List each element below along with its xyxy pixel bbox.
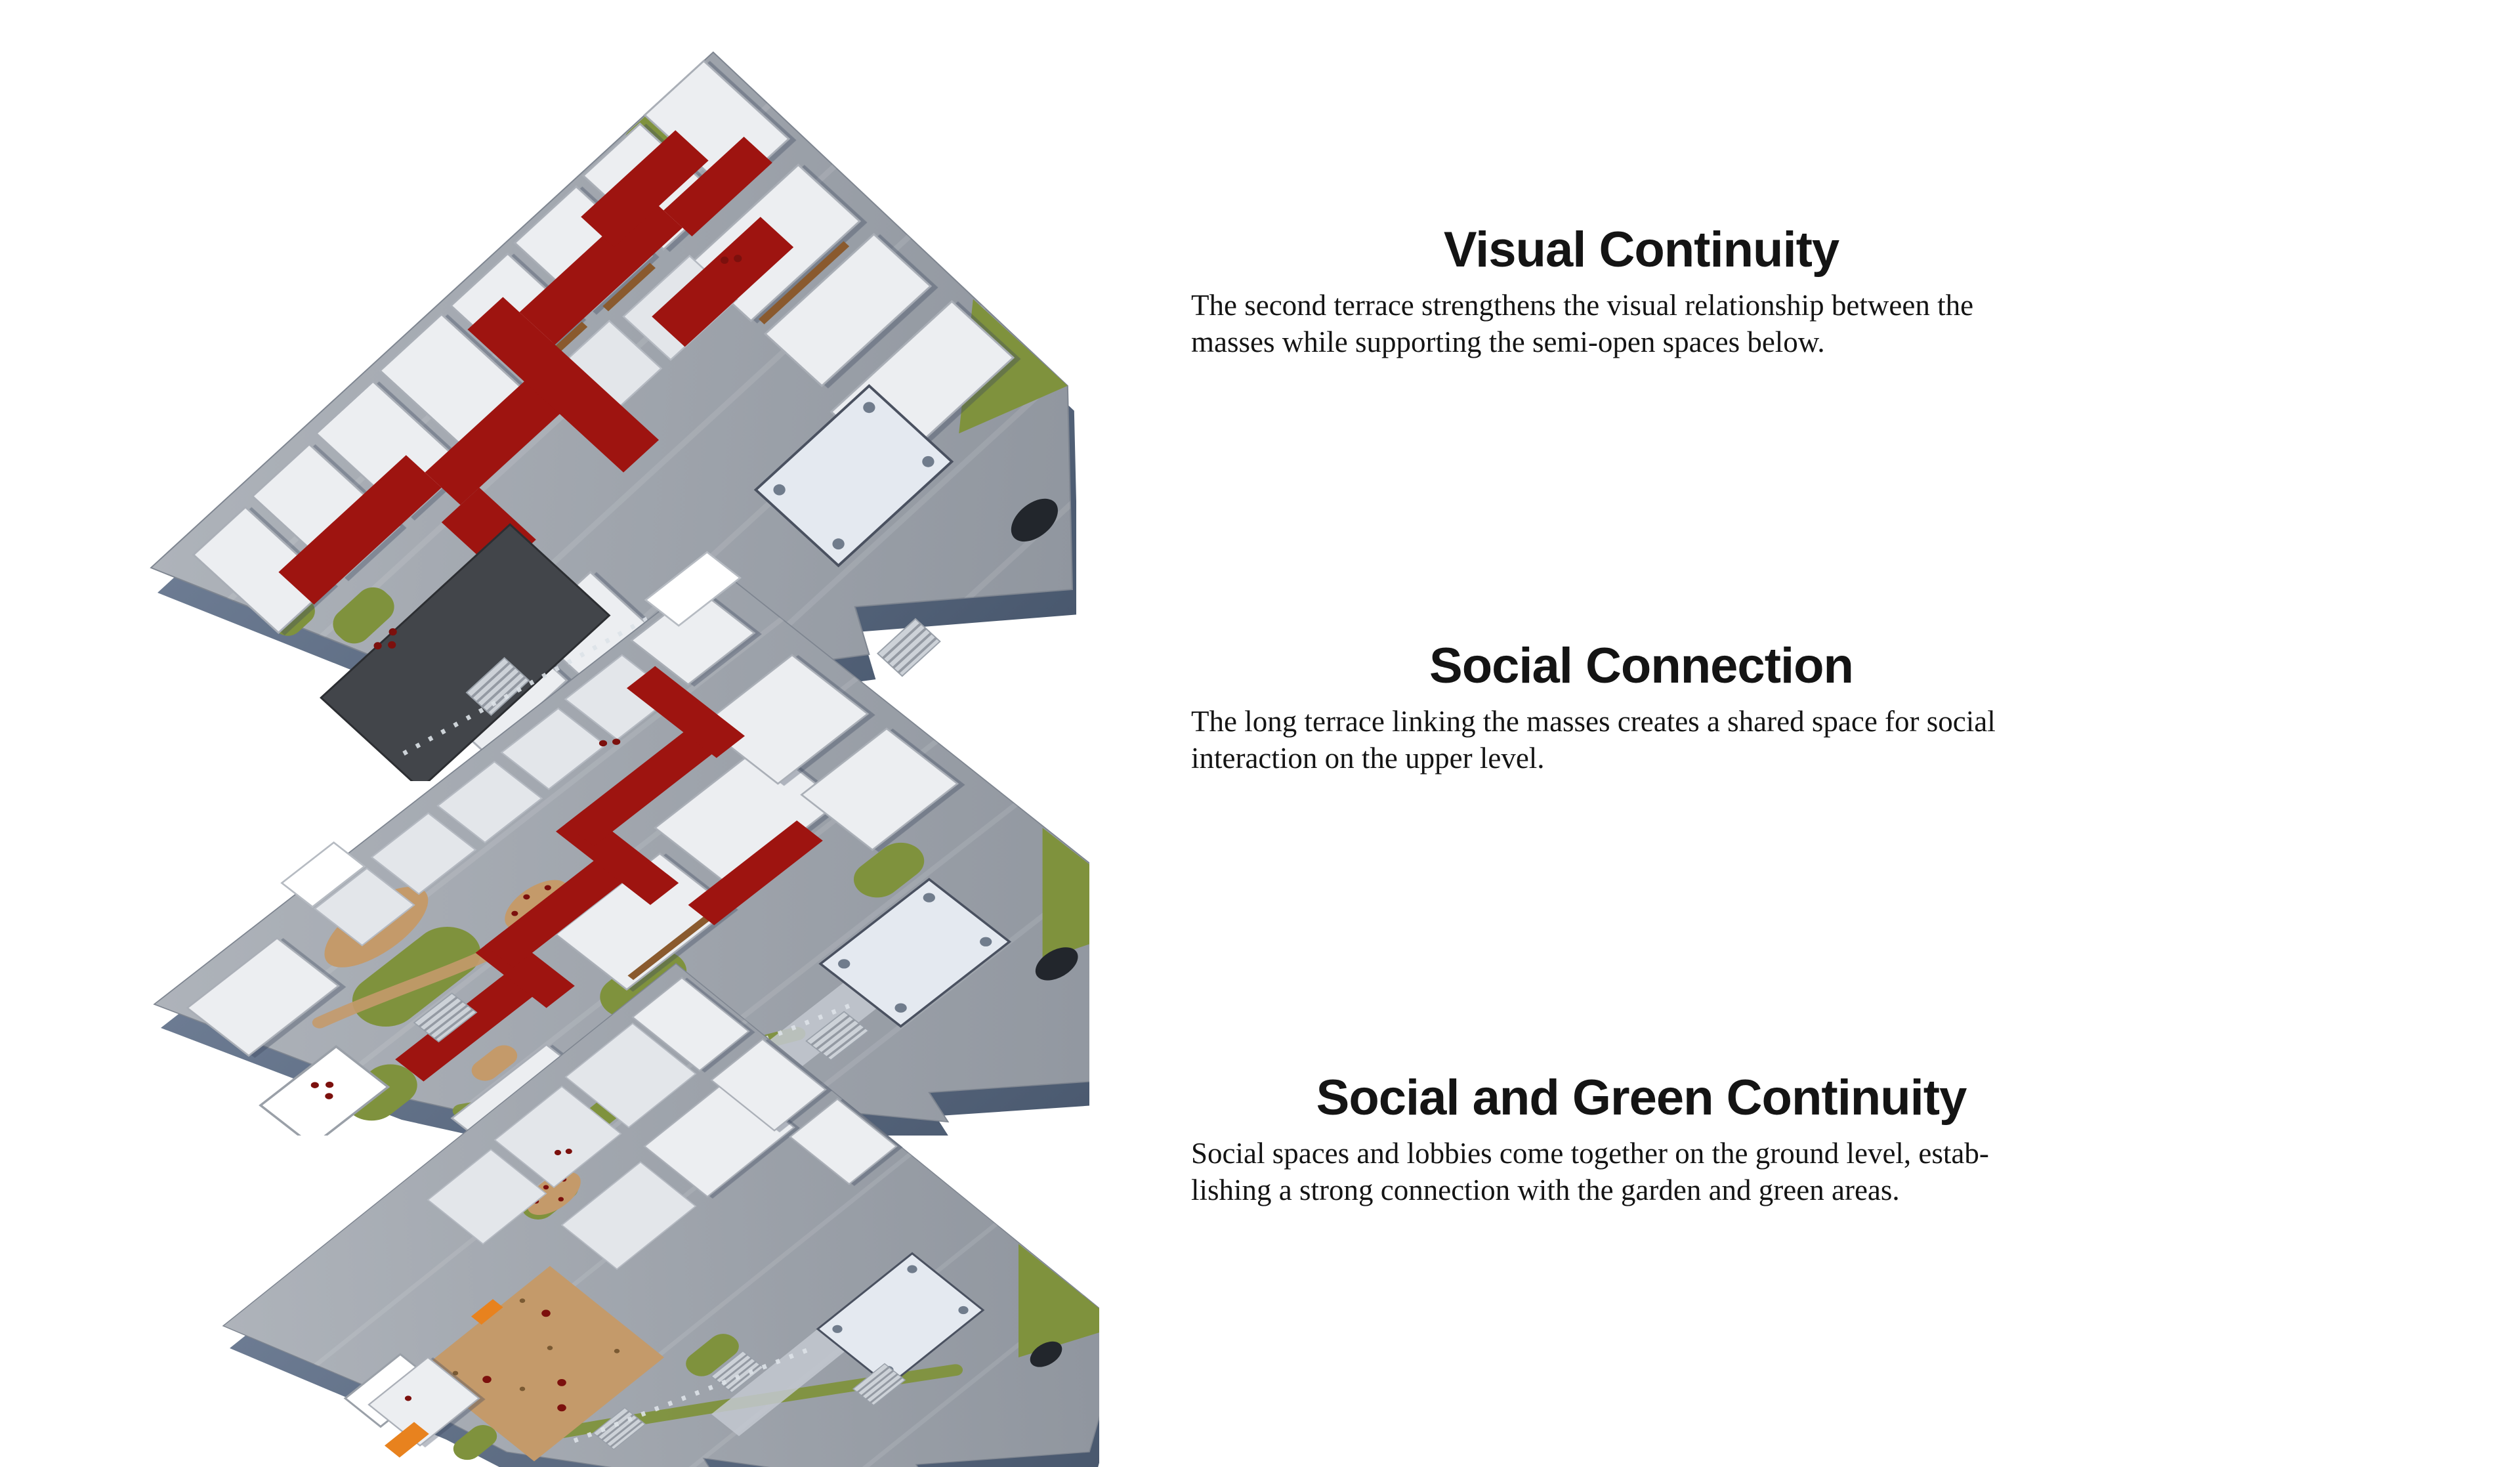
axon-render-visual-continuity (150, 51, 1076, 781)
axon-render-social-green-continuity (222, 963, 1099, 1467)
entrance-canopy (753, 384, 954, 568)
lobby-block-left (343, 1299, 503, 1458)
section-social-connection: Social Connection The long terrace linki… (1191, 638, 2091, 776)
terrace-furniture-dots (310, 738, 621, 1099)
section-body: Social spaces and lobbies come together … (1191, 1135, 2091, 1208)
section-social-green-continuity: Social and Green Continuity Social space… (1191, 1070, 2091, 1208)
section-heading: Social and Green Continuity (1316, 1070, 1967, 1126)
body-line: Social spaces and lobbies come together … (1191, 1137, 1989, 1170)
pond (1011, 498, 1058, 542)
body-line: The long terrace linking the masses crea… (1191, 705, 1996, 738)
pond (1030, 1341, 1062, 1367)
building-cluster-right (710, 1038, 898, 1185)
building-cluster-top (427, 977, 750, 1245)
section-heading: Visual Continuity (1443, 222, 1839, 278)
terrace-furniture-dots (373, 255, 742, 650)
axon-render-social-connection (153, 551, 1089, 1136)
red-terrace (395, 666, 823, 1136)
entrance-canopy (818, 878, 1012, 1028)
body-line: masses while supporting the semi-open sp… (1191, 326, 1825, 359)
building-cluster-right (701, 654, 959, 851)
section-heading: Social Connection (1429, 638, 1854, 694)
pond (1035, 947, 1078, 981)
section-body: The long terrace linking the masses crea… (1191, 703, 2091, 776)
section-visual-continuity: Visual Continuity The second terrace str… (1191, 222, 2091, 360)
red-terrace (278, 130, 794, 605)
roof-openings (259, 551, 742, 1136)
wood-courtyard-playground (420, 1265, 665, 1462)
body-line: interaction on the upper level. (1191, 742, 1545, 775)
body-line: The second terrace strengthens the visua… (1191, 289, 1974, 322)
dark-roof-slab (320, 523, 611, 781)
body-line: lishing a strong connection with the gar… (1191, 1174, 1900, 1207)
building-cluster-center (554, 742, 841, 991)
ground-furniture-dots (404, 1149, 572, 1401)
section-body: The second terrace strengthens the visua… (1191, 287, 2091, 360)
